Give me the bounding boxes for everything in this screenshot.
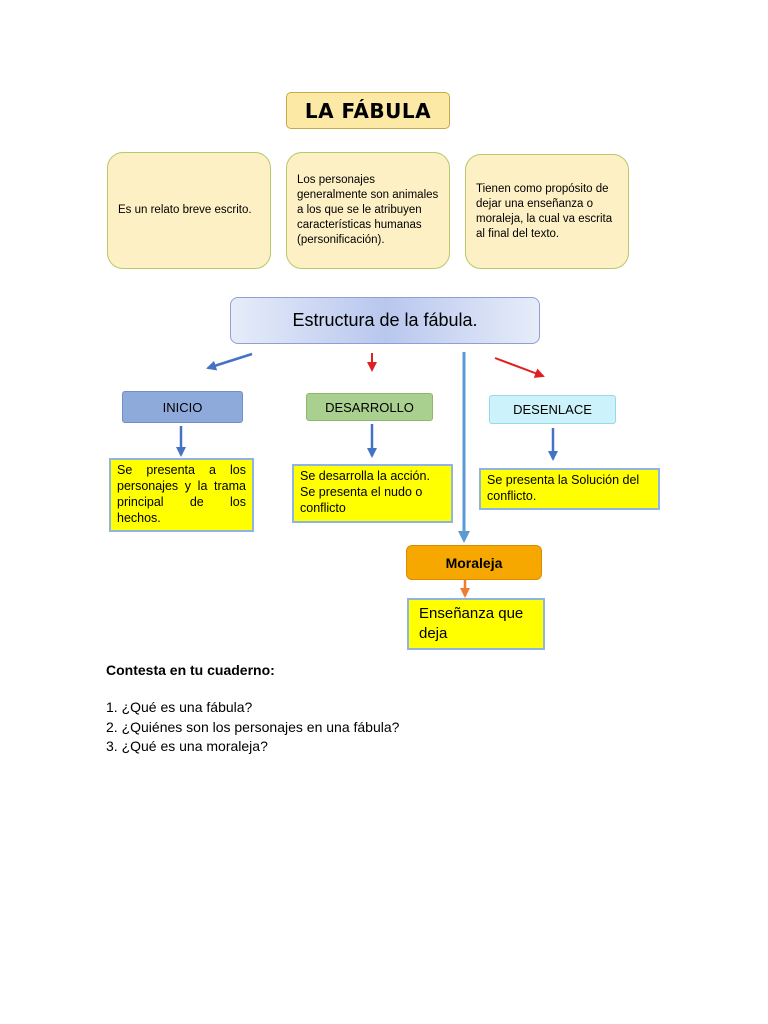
definition-card-2: Los personajes generalmente son animales… [286,152,450,269]
definition-card-1: Es un relato breve escrito. [107,152,271,269]
questions-heading: Contesta en tu cuaderno: [106,662,275,678]
structure-heading: Estructura de la fábula. [230,297,540,344]
moraleja-node: Moraleja [406,545,542,580]
definition-text-1: Es un relato breve escrito. [118,204,252,216]
definition-text-2: Los personajes generalmente son animales… [297,174,439,246]
desarrollo-node: DESARROLLO [306,393,433,421]
moraleja-description: Enseñanza que deja [407,598,545,650]
question-1: 1. ¿Qué es una fábula? [106,699,253,715]
definition-text-3: Tienen como propósito de dejar una enseñ… [476,182,613,240]
inicio-node: INICIO [122,391,243,423]
page-title: LA FÁBULA [286,92,450,129]
desarrollo-description: Se desarrolla la acción. Se presenta el … [292,464,453,523]
arrow-to-inicio [206,352,253,371]
definition-card-3: Tienen como propósito de dejar una enseñ… [465,154,629,269]
question-2: 2. ¿Quiénes son los personajes en una fá… [106,719,400,735]
arrow-to-desenlace [494,357,545,378]
question-3: 3. ¿Qué es una moraleja? [106,738,268,754]
desenlace-node: DESENLACE [489,395,616,424]
desenlace-description: Se presenta la Solución del conflicto. [479,468,660,510]
inicio-description: Se presenta a los personajes y la trama … [109,458,254,532]
